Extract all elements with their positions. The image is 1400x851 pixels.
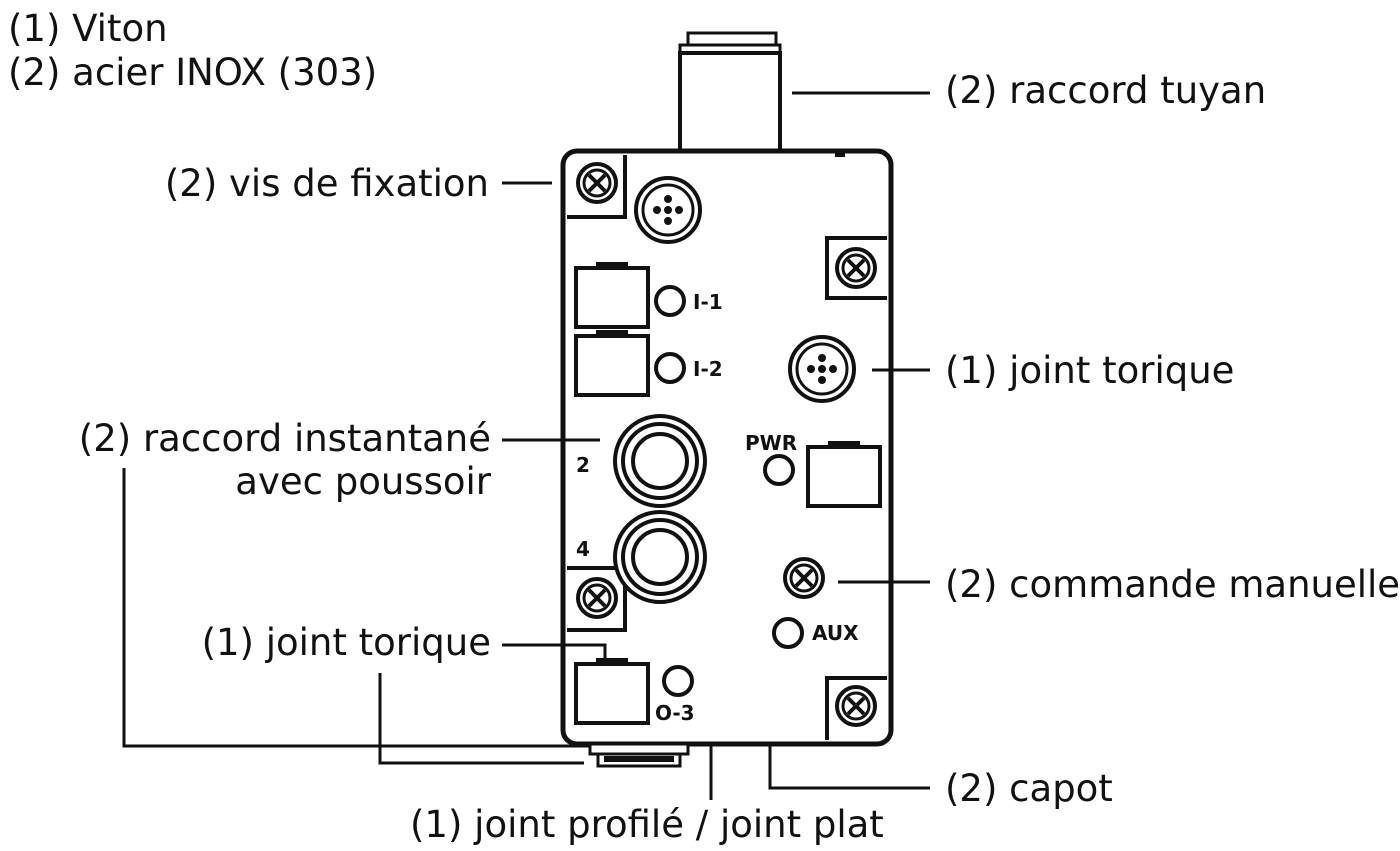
label-o3: O-3 (655, 701, 695, 725)
led-pwr (763, 454, 795, 486)
bottom-fitting (588, 742, 690, 768)
m8-connector-right (788, 335, 856, 403)
label-port-2: 2 (576, 453, 590, 477)
indicator-window-o3 (574, 658, 650, 725)
legend-line-viton: (1) Viton (8, 7, 168, 50)
pushfit-port-4 (613, 510, 707, 604)
top-hose-fitting (678, 31, 782, 153)
screw-bracket-bottom-right (825, 676, 887, 740)
leader-lines (122, 91, 930, 800)
body-notch (835, 149, 845, 157)
led-aux (772, 617, 804, 649)
led-i1 (654, 285, 686, 317)
screw-bracket-right (825, 236, 887, 300)
pushfit-port-2 (613, 414, 707, 508)
screw-bracket-top-left (567, 155, 627, 219)
label-i1: I-1 (693, 290, 723, 314)
label-i2: I-2 (693, 357, 723, 381)
screw-bracket-bottom-left (567, 566, 627, 632)
callout-raccord-tuyan: (2) raccord tuyan (945, 69, 1267, 112)
led-o3 (662, 665, 694, 697)
fixing-screw-top-left (576, 162, 618, 204)
legend-line-inox: (2) acier INOX (303) (8, 51, 378, 94)
label-pwr: PWR (745, 431, 797, 455)
led-i2 (654, 352, 686, 384)
fixing-screw-right (835, 247, 877, 289)
label-port-4: 4 (576, 537, 590, 561)
callout-commande-manuelle: (2) commande manuelle (945, 563, 1400, 606)
callout-joint-torique-right: (1) joint torique (945, 349, 1235, 392)
label-aux: AUX (812, 621, 859, 645)
indicator-window-i2 (574, 330, 650, 397)
callout-raccord-instantane-line1: (2) raccord instantané (78, 417, 491, 460)
fixing-screw-bottom-left (576, 577, 618, 619)
callout-capot: (2) capot (945, 767, 1113, 810)
m8-connector-top (634, 176, 702, 244)
indicator-window-i1 (574, 262, 650, 329)
callout-joint-profile: (1) joint profilé / joint plat (410, 803, 884, 846)
callout-raccord-instantane-line2: avec poussoir (235, 460, 491, 503)
callout-joint-torique-left: (1) joint torique (201, 621, 491, 664)
indicator-window-pwr (806, 441, 882, 508)
fixing-screw-bottom-right (835, 685, 877, 727)
callout-vis-de-fixation: (2) vis de fixation (164, 162, 489, 205)
manual-override-screw (783, 557, 825, 599)
